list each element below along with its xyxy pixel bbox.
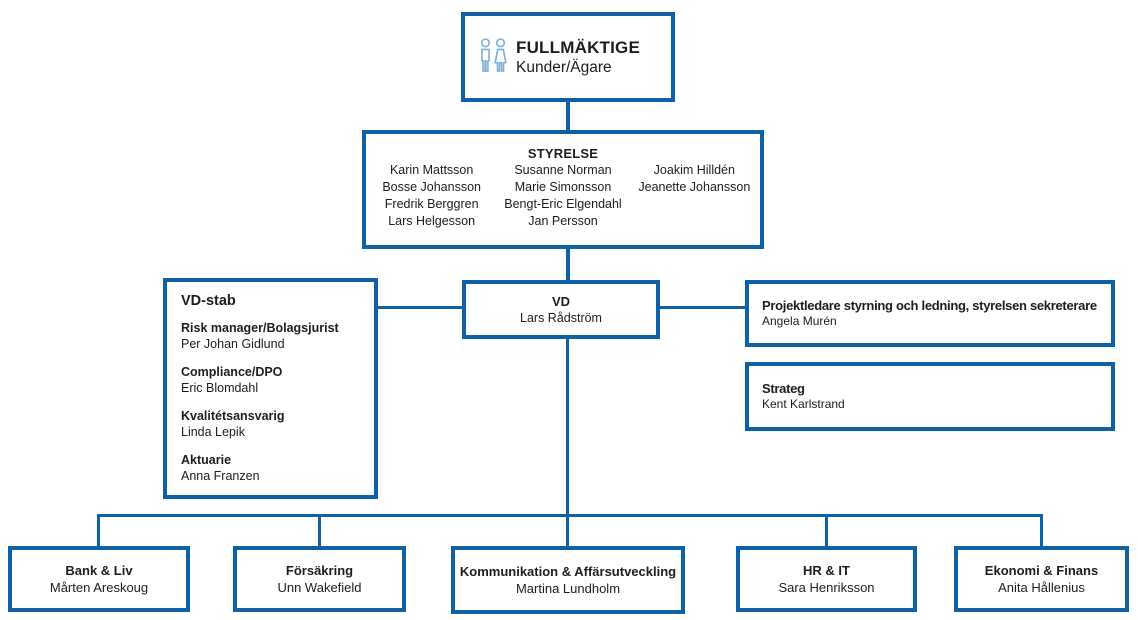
styrelse-column-2: Susanne Norman Marie Simonsson Bengt-Eri… [497,162,628,230]
styrelse-column-3: Joakim Hilldén Jeanette Johansson [629,162,760,196]
vd-stab-member: Compliance/DPO Eric Blomdahl [181,365,364,396]
vd-stab-title: VD-stab [181,293,236,309]
connector-fullmaktige-styrelse [566,101,570,131]
vd-stab-member: Risk manager/Bolagsjurist Per Johan Gidl… [181,321,364,352]
department-title: HR & IT [803,563,850,578]
department-head: Mårten Areskoug [49,580,149,595]
connector-drop-hr-it [825,514,828,547]
connector-drop-ekonomi [1040,514,1043,547]
vd-title: VD [551,293,571,309]
vd-name: Lars Rådström [520,310,602,325]
styrelse-member: Bengt-Eric Elgendahl [504,197,622,211]
node-styrelse: STYRELSE Karin Mattsson Bosse Johansson … [362,130,764,249]
styrelse-member: Lars Helgesson [388,214,476,228]
connector-vdstab-vd [378,306,462,309]
member-name: Eric Blomdahl [181,381,259,395]
node-bank-liv: Bank & Liv Mårten Areskoug [8,546,190,612]
member-role: Kvalitétsansvarig [181,409,285,423]
member-name: Per Johan Gidlund [181,337,285,351]
node-hr-it: HR & IT Sara Henriksson [736,546,917,612]
vd-stab-member: Kvalitétsansvarig Linda Lepik [181,409,364,440]
fullmaktige-title: FULLMÄKTIGE [516,38,641,57]
department-title: Försäkring [285,563,354,578]
styrelse-member: Bosse Johansson [382,180,481,194]
department-title: Kommunikation & Affärsutveckling [459,564,677,579]
department-title: Ekonomi & Finans [984,563,1099,578]
department-title: Bank & Liv [65,563,133,578]
node-kommunikation: Kommunikation & Affärsutveckling Martina… [451,546,685,614]
node-fullmaktige: FULLMÄKTIGE Kunder/Ägare [461,12,675,102]
connector-styrelse-vd [566,248,570,281]
node-strateg: Strateg Kent Karlstrand [745,362,1115,431]
connector-drop-bank-liv [97,514,100,547]
connector-department-bus [97,514,1043,517]
styrelse-member: Karin Mattsson [389,163,474,177]
people-icon [477,37,509,77]
node-vd-stab: VD-stab Risk manager/Bolagsjurist Per Jo… [163,278,378,499]
member-role: Aktuarie [181,453,232,467]
strateg-title: Strateg [762,381,805,396]
connector-vd-departments [566,338,569,547]
node-forsakring: Försäkring Unn Wakefield [233,546,406,612]
styrelse-title: STYRELSE [527,146,599,161]
styrelse-member: Jeanette Johansson [638,180,751,194]
department-head: Unn Wakefield [277,580,362,595]
department-head: Sara Henriksson [778,580,875,595]
node-ekonomi-finans: Ekonomi & Finans Anita Hållenius [954,546,1129,612]
styrelse-member: Fredrik Berggren [384,197,479,211]
department-head: Martina Lundholm [515,581,621,596]
node-projektledare: Projektledare styrning och ledning, styr… [745,280,1115,347]
connector-vd-projektledare [660,306,745,309]
member-name: Linda Lepik [181,425,245,439]
strateg-name: Kent Karlstrand [762,397,845,411]
department-head: Anita Hållenius [998,580,1085,595]
member-role: Compliance/DPO [181,365,283,379]
member-name: Anna Franzen [181,469,260,483]
projektledare-title: Projektledare styrning och ledning, styr… [762,298,1097,313]
styrelse-member: Jan Persson [528,214,598,228]
styrelse-member: Joakim Hilldén [653,163,735,177]
styrelse-member: Susanne Norman [514,163,612,177]
styrelse-column-1: Karin Mattsson Bosse Johansson Fredrik B… [366,162,497,230]
member-role: Risk manager/Bolagsjurist [181,321,339,335]
styrelse-member: Marie Simonsson [514,180,612,194]
node-vd: VD Lars Rådström [462,280,660,339]
connector-drop-forsakring [318,514,321,547]
projektledare-name: Angela Murén [762,314,837,328]
fullmaktige-subtitle: Kunder/Ägare [516,59,612,76]
vd-stab-member: Aktuarie Anna Franzen [181,453,364,484]
